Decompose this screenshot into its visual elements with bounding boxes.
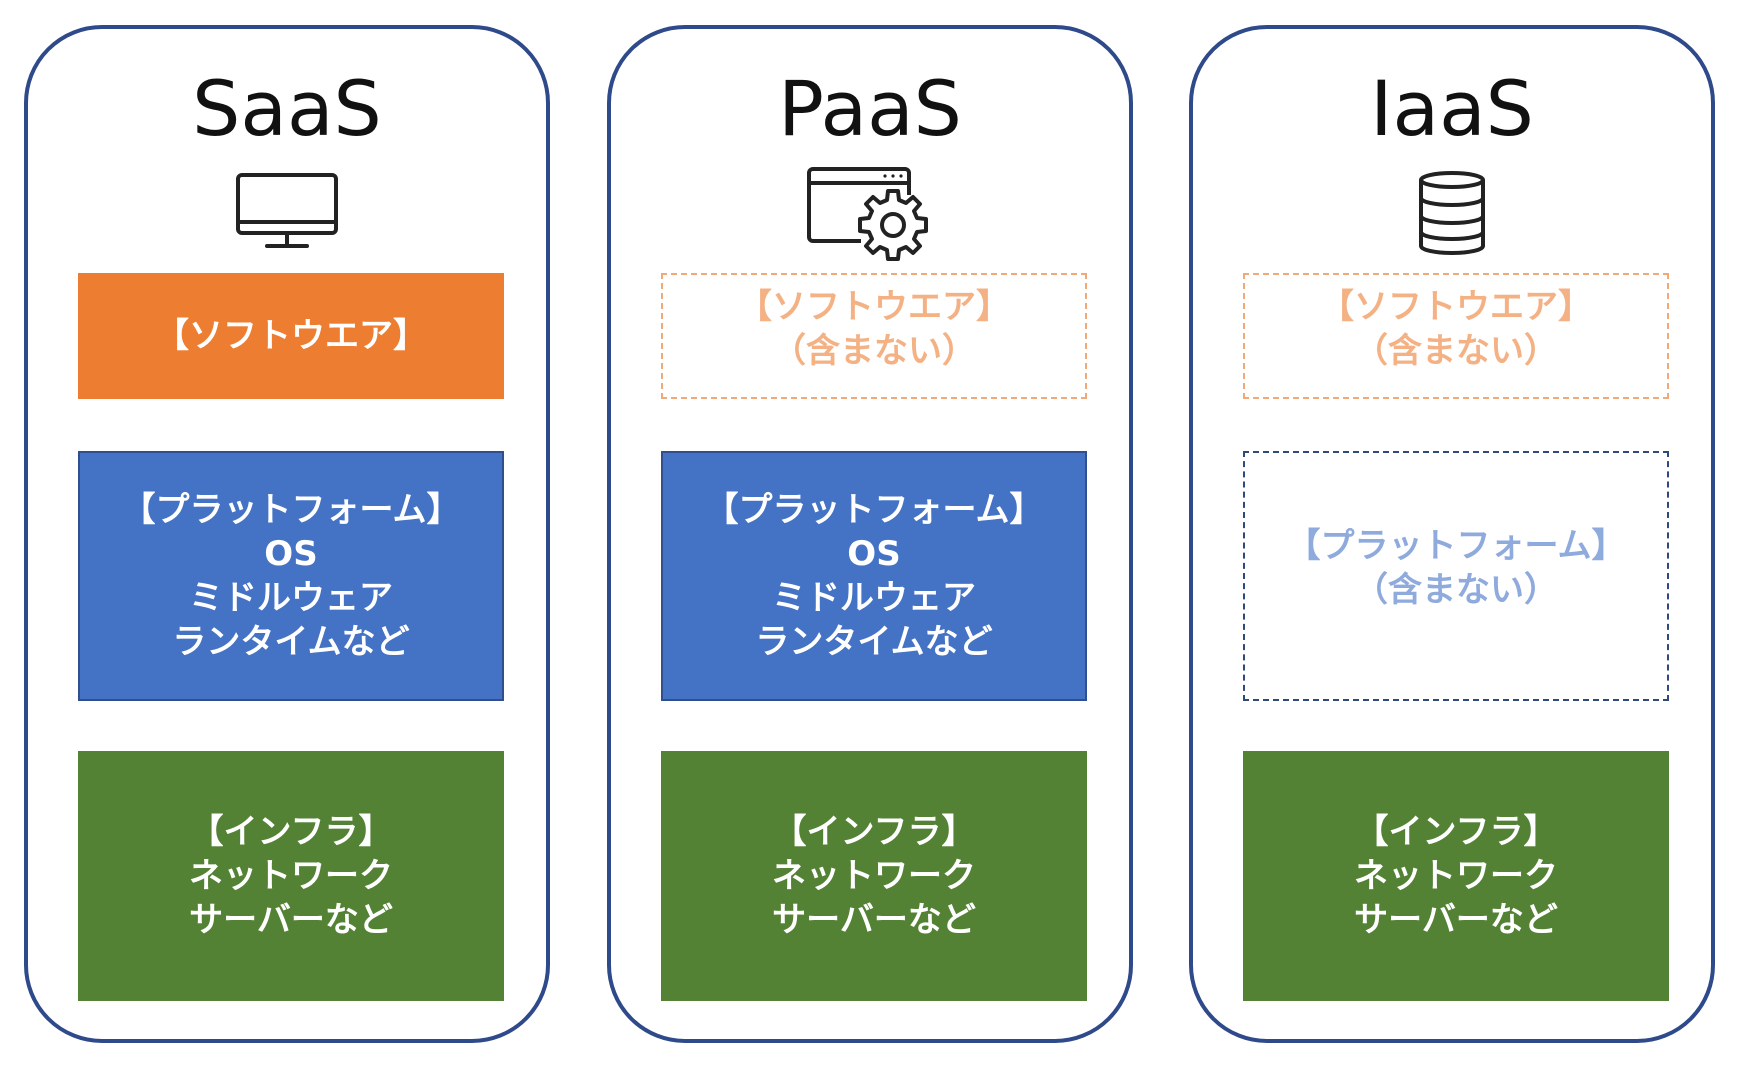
infra-layer: 【インフラ】 ネットワーク サーバーなど (1243, 751, 1669, 1001)
infra-network: ネットワーク (189, 856, 393, 896)
software-layer-excluded: 【ソフトウエア】 （含まない） (661, 273, 1087, 399)
platform-label: 【プラットフォーム】 (1286, 526, 1626, 566)
platform-label: 【プラットフォーム】 (121, 490, 461, 530)
software-layer: 【ソフトウエア】 (78, 273, 504, 399)
infra-server: サーバーなど (189, 900, 393, 940)
software-excluded-note: （含まない） (1354, 331, 1558, 371)
infra-layer: 【インフラ】 ネットワーク サーバーなど (661, 751, 1087, 1001)
software-label: 【ソフトウエア】 (155, 316, 427, 356)
infra-server: サーバーなど (772, 900, 976, 940)
infra-label: 【インフラ】 (772, 812, 976, 852)
infra-label: 【インフラ】 (189, 812, 393, 852)
platform-middleware: ミドルウェア (772, 578, 976, 618)
monitor-icon (222, 165, 352, 261)
platform-layer: 【プラットフォーム】 OS ミドルウェア ランタイムなど (661, 451, 1087, 701)
paas-title: PaaS (778, 64, 962, 153)
platform-runtime: ランタイムなど (172, 622, 410, 662)
software-layer-excluded: 【ソフトウエア】 （含まない） (1243, 273, 1669, 399)
platform-label: 【プラットフォーム】 (704, 490, 1044, 530)
platform-layer: 【プラットフォーム】 OS ミドルウェア ランタイムなど (78, 451, 504, 701)
iaas-column: IaaS 【ソフトウエア】 （含まない） 【プラットフォーム】 （含まない） 【… (1189, 25, 1715, 1043)
paas-column: PaaS 【ソフトウエア】 （含まない） 【プラットフォーム】 OS ミドルウェ… (607, 25, 1133, 1043)
infra-layer: 【インフラ】 ネットワーク サーバーなど (78, 751, 504, 1001)
infra-server: サーバーなど (1354, 900, 1558, 940)
platform-middleware: ミドルウェア (189, 578, 393, 618)
platform-os: OS (264, 534, 318, 574)
platform-os: OS (847, 534, 901, 574)
saas-column: SaaS 【ソフトウエア】 【プラットフォーム】 OS ミドルウェア ランタイム… (24, 25, 550, 1043)
infra-network: ネットワーク (1354, 856, 1558, 896)
infra-network: ネットワーク (772, 856, 976, 896)
software-label: 【ソフトウエア】 (738, 287, 1010, 327)
platform-excluded-note: （含まない） (1354, 570, 1558, 610)
software-label: 【ソフトウエア】 (1320, 287, 1592, 327)
database-icon (1387, 165, 1517, 261)
saas-title: SaaS (192, 64, 382, 153)
infra-label: 【インフラ】 (1354, 812, 1558, 852)
platform-layer-excluded: 【プラットフォーム】 （含まない） (1243, 451, 1669, 701)
platform-runtime: ランタイムなど (755, 622, 993, 662)
browser-gear-icon (805, 165, 935, 261)
software-excluded-note: （含まない） (772, 331, 976, 371)
iaas-title: IaaS (1370, 64, 1534, 153)
